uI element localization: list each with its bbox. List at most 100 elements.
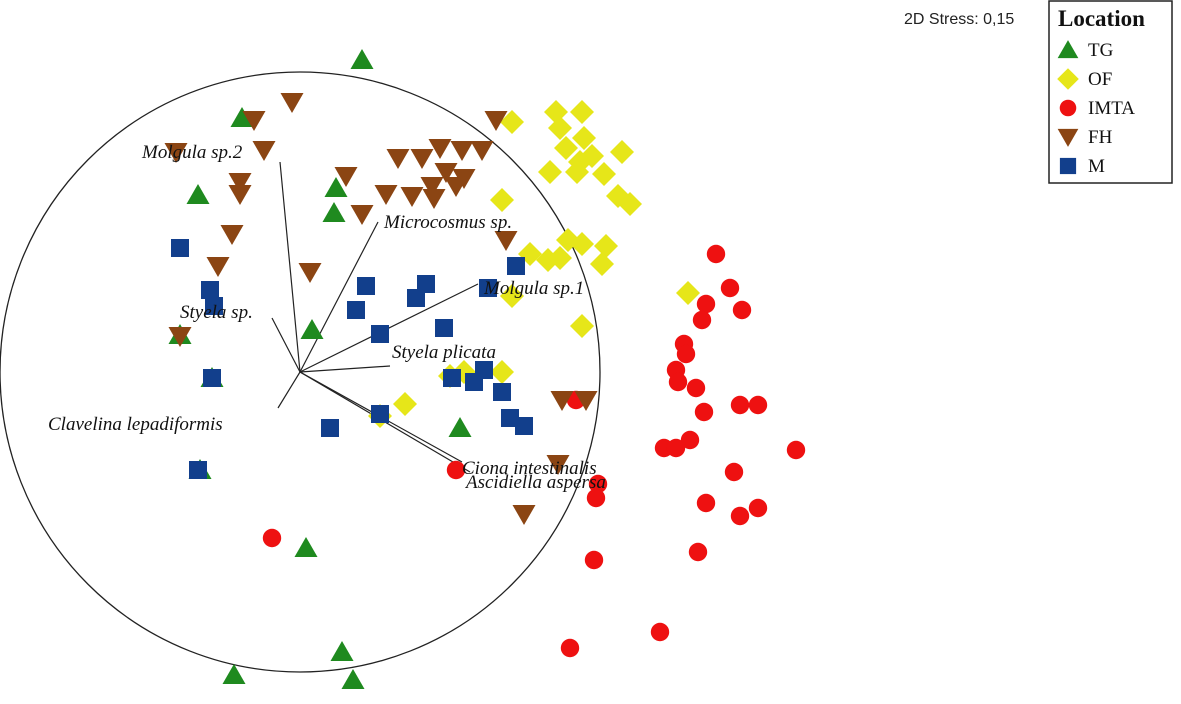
point-tg: [341, 669, 365, 689]
point-tg: [230, 107, 254, 127]
point-imta: [692, 310, 712, 330]
point-of: [594, 234, 618, 258]
point-of: [538, 160, 562, 184]
vector-label-ascidiella-aspersa: Ascidiella aspersa: [464, 472, 606, 493]
point-of: [570, 314, 594, 338]
point-fh: [206, 257, 230, 277]
point-imta: [650, 622, 670, 642]
vector-molgula-sp-2: [279, 161, 301, 373]
point-m: [321, 419, 339, 437]
legend: Location TG OF IMTA FH M: [1048, 0, 1173, 184]
point-imta: [680, 430, 700, 450]
point-imta: [668, 372, 688, 392]
point-tg: [322, 202, 346, 222]
point-fh: [546, 455, 570, 475]
point-imta: [724, 462, 744, 482]
point-m: [371, 405, 389, 423]
point-fh: [298, 263, 322, 283]
point-fh: [228, 185, 252, 205]
point-of: [572, 126, 596, 150]
point-tg: [330, 641, 354, 661]
point-of: [500, 284, 524, 308]
point-m: [417, 275, 435, 293]
point-imta: [588, 474, 608, 494]
point-imta: [688, 542, 708, 562]
point-of: [570, 232, 594, 256]
point-m: [189, 461, 207, 479]
point-fh: [220, 225, 244, 245]
point-m: [171, 239, 189, 257]
legend-label-imta: IMTA: [1088, 98, 1135, 119]
vector-label-ciona-intestinalis: Ciona intestinalis: [462, 458, 597, 479]
legend-label-tg: TG: [1088, 40, 1114, 61]
point-m: [407, 289, 425, 307]
point-fh: [228, 173, 252, 193]
point-imta: [560, 638, 580, 658]
point-m: [205, 297, 223, 315]
point-tg: [294, 537, 318, 557]
point-tg: [448, 417, 472, 437]
point-imta: [696, 493, 716, 513]
vector-label-clavelina-lepadiformis: Clavelina lepadiformis: [48, 414, 223, 435]
point-m: [479, 279, 497, 297]
point-imta: [584, 550, 604, 570]
point-tg: [222, 664, 246, 684]
vector-clavelina-lepadiformis: [277, 371, 301, 409]
point-fh: [242, 111, 266, 131]
point-imta: [732, 300, 752, 320]
point-of: [554, 136, 578, 160]
point-of: [565, 160, 589, 184]
point-fh: [410, 149, 434, 169]
point-fh: [434, 163, 458, 183]
point-of: [590, 252, 614, 276]
point-m: [443, 369, 461, 387]
point-fh: [422, 189, 446, 209]
stress-label: 2D Stress: 0,15: [904, 11, 1014, 28]
point-imta: [730, 506, 750, 526]
points-layer: [164, 49, 806, 689]
legend-items: TG OF IMTA FH M: [1057, 40, 1135, 177]
series-of: [368, 100, 700, 428]
point-of: [490, 360, 514, 384]
point-tg: [186, 184, 210, 204]
point-fh: [168, 327, 192, 347]
point-of: [618, 192, 642, 216]
point-m: [371, 325, 389, 343]
point-m: [347, 301, 365, 319]
vector-label-styela-plicata: Styela plicata: [392, 342, 496, 363]
point-m: [201, 281, 219, 299]
point-of: [592, 162, 616, 186]
point-fh: [470, 141, 494, 161]
legend-marker-m: [1059, 157, 1077, 175]
vector-microcosmus-sp: [299, 221, 379, 373]
point-imta: [686, 378, 706, 398]
point-m: [501, 409, 519, 427]
legend-label-of: OF: [1088, 69, 1112, 90]
legend-title: Location: [1058, 6, 1145, 31]
point-fh: [484, 111, 508, 131]
point-of: [548, 246, 572, 270]
legend-label-m: M: [1088, 156, 1105, 177]
point-imta: [694, 402, 714, 422]
point-imta: [706, 244, 726, 264]
point-of: [610, 140, 634, 164]
point-fh: [350, 205, 374, 225]
point-imta: [748, 395, 768, 415]
vector-label-molgula-sp-1: Molgula sp.1: [483, 278, 584, 299]
point-of: [393, 392, 417, 416]
point-imta: [262, 528, 282, 548]
legend-box: [1048, 0, 1173, 184]
series-imta: [262, 244, 806, 658]
point-of: [570, 100, 594, 124]
point-of: [500, 110, 524, 134]
point-imta: [696, 294, 716, 314]
vector-label-molgula-sp-2: Molgula sp.2: [141, 142, 243, 163]
vector-label-microcosmus-sp: Microcosmus sp.: [383, 212, 512, 233]
legend-label-fh: FH: [1088, 127, 1113, 148]
point-fh: [428, 139, 452, 159]
vector-styela-sp: [271, 317, 301, 373]
point-fh: [164, 143, 188, 163]
point-fh: [280, 93, 304, 113]
